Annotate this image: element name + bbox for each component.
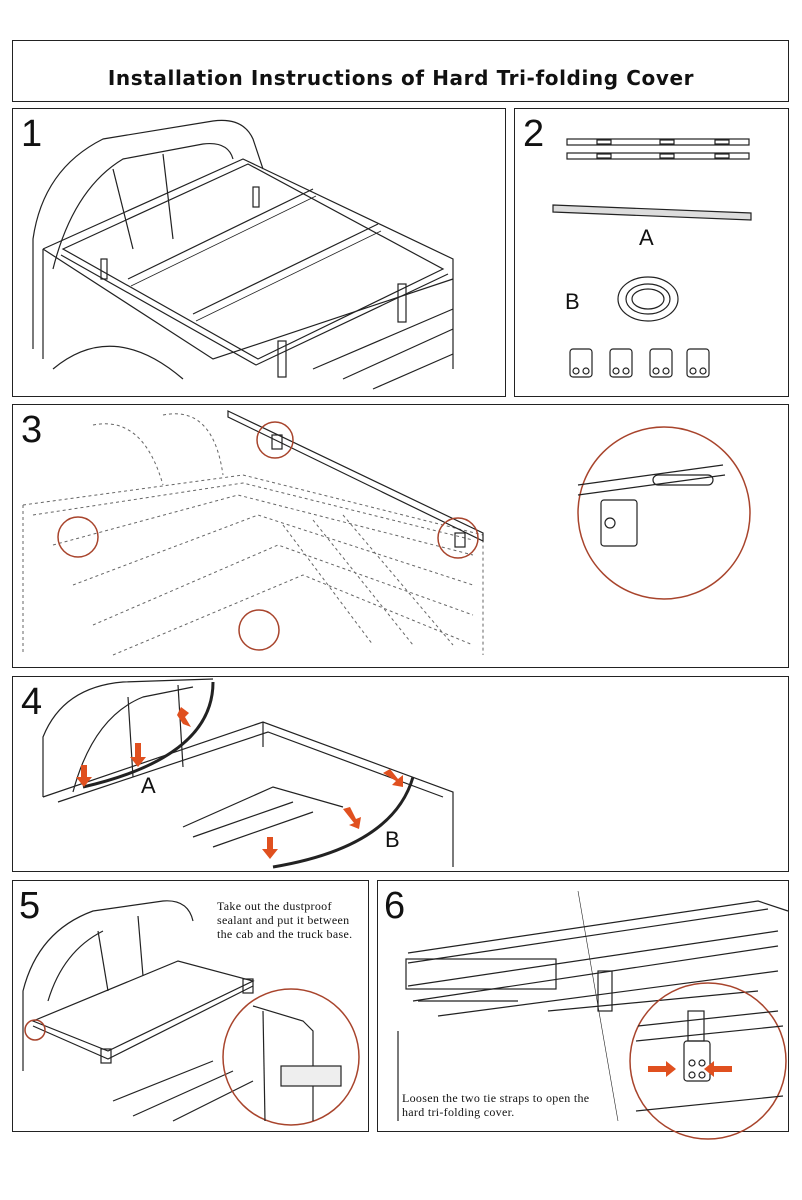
detail-magnifier-circle	[629, 982, 787, 1140]
step-4-number: 4	[21, 681, 43, 723]
seal-a-label: A	[141, 773, 156, 798]
step-6-cover-illustration	[397, 890, 789, 1140]
step-1-truck-illustration	[32, 119, 454, 390]
seal-b-label: B	[385, 827, 400, 852]
step-3-bed-illustration	[22, 410, 751, 656]
step-4-panel: 4 A B	[12, 676, 789, 872]
arrow-icon	[648, 1061, 732, 1077]
step-1-panel: 1	[12, 108, 506, 397]
step-2-number: 2	[523, 113, 545, 155]
step-5-panel: 5 Take out the dustproof sealant and put…	[12, 880, 369, 1132]
step-2-panel: 2 A B	[514, 108, 789, 397]
detail-magnifier-circle	[577, 426, 751, 600]
arrow-icon	[76, 707, 403, 859]
step-1-number: 1	[21, 113, 43, 155]
title-frame	[12, 40, 789, 102]
clamp-icon	[569, 348, 710, 378]
step-6-instruction: Loosen the two tie straps to open the ha…	[402, 1091, 590, 1119]
step-6-panel: 6 Loosen the two ti	[377, 880, 789, 1140]
step-5-number: 5	[19, 885, 41, 927]
part-b-label: B	[565, 289, 580, 314]
rail-icon	[566, 138, 750, 160]
step-5-truck-illustration	[22, 900, 360, 1126]
step-3-number: 3	[21, 409, 43, 451]
part-a-label: A	[639, 225, 654, 250]
step-5-instruction: Take out the dustproof sealant and put i…	[217, 899, 353, 941]
step-2-parts	[552, 138, 752, 378]
step-3-panel: 3	[12, 404, 789, 668]
step-4-seal-illustration	[42, 678, 454, 869]
step-6-number: 6	[384, 885, 406, 927]
page-title: Installation Instructions of Hard Tri-fo…	[107, 66, 695, 90]
